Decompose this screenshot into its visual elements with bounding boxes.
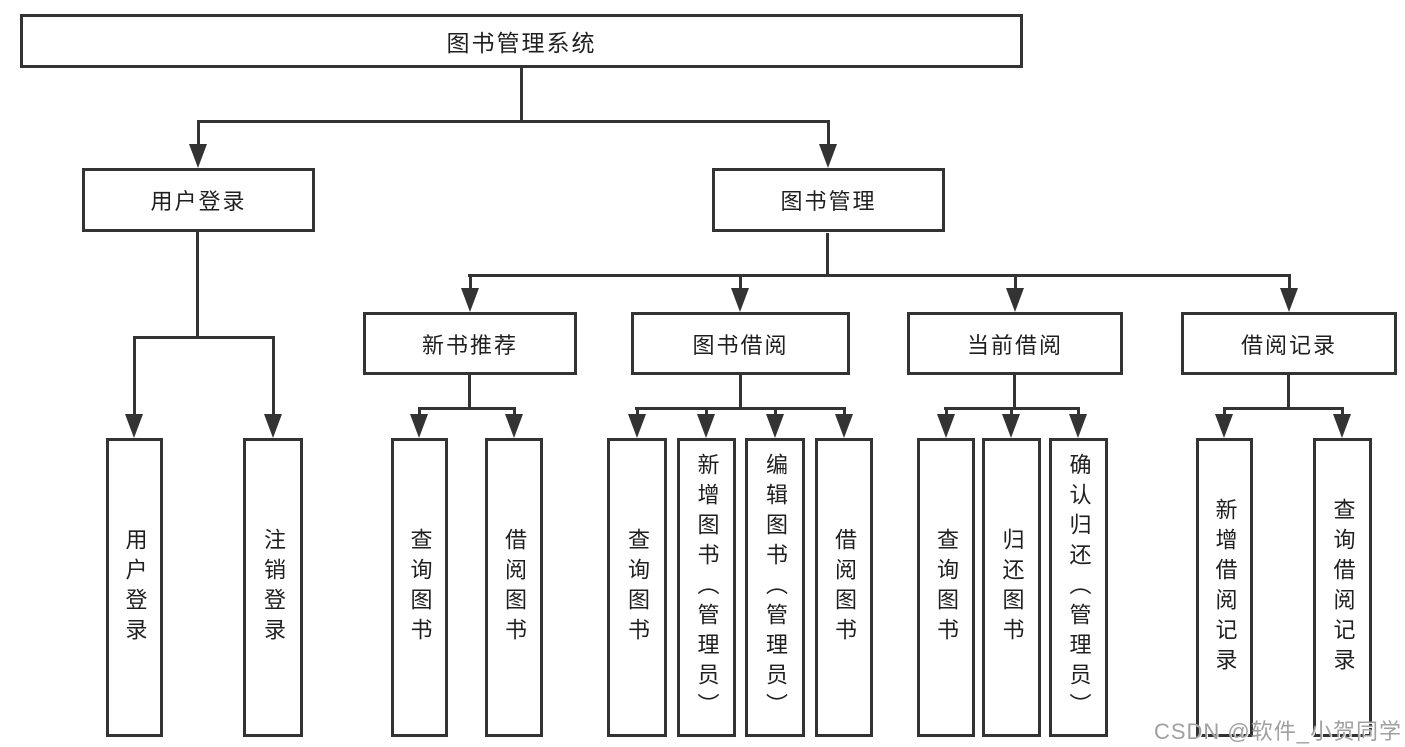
leaf-label: 借阅图书 bbox=[832, 527, 857, 648]
leaf-label: 归还图书 bbox=[999, 527, 1025, 648]
node-current-borrowing: 当前借阅 bbox=[907, 312, 1123, 375]
leaf-label: 查询图书 bbox=[625, 527, 650, 648]
arrow-down-icon bbox=[697, 414, 715, 438]
leaf-user-login: 用户登录 bbox=[106, 438, 163, 737]
connector-arrow-line bbox=[843, 407, 846, 418]
leaf-logout: 注销登录 bbox=[243, 438, 303, 737]
connector-arrow-line bbox=[197, 120, 200, 148]
connector-line bbox=[635, 407, 846, 410]
connector-line bbox=[1223, 407, 1344, 410]
connector-arrow-line bbox=[1014, 274, 1017, 292]
connector-arrow-line bbox=[774, 407, 777, 418]
connector-arrow-line bbox=[827, 120, 830, 148]
node-book-borrowing: 图书借阅 bbox=[631, 312, 850, 375]
connector-arrow-line bbox=[513, 407, 516, 418]
connector-arrow-line bbox=[945, 407, 948, 418]
arrow-down-icon bbox=[1006, 288, 1024, 312]
arrow-down-icon bbox=[766, 414, 784, 438]
connector-line bbox=[1287, 374, 1290, 410]
leaf-label: 查询图书 bbox=[934, 527, 959, 648]
connector-arrow-line bbox=[469, 274, 472, 292]
leaf-label: 查询借阅记录 bbox=[1330, 497, 1356, 678]
leaf-add-books-admin: 新增图书（管理员） bbox=[677, 438, 736, 737]
node-label: 图书借阅 bbox=[692, 332, 789, 358]
node-library-management-system: 图书管理系统 bbox=[20, 14, 1023, 68]
leaf-return-books: 归还图书 bbox=[982, 438, 1041, 737]
arrow-down-icon bbox=[835, 414, 853, 438]
arrow-down-icon bbox=[1002, 414, 1020, 438]
connector-arrow-line bbox=[1223, 407, 1226, 418]
leaf-edit-books-admin: 编辑图书（管理员） bbox=[745, 438, 805, 737]
leaf-label: 查询图书 bbox=[407, 527, 433, 648]
leaf-borrowing-query-books: 查询图书 bbox=[607, 438, 667, 737]
connector-arrow-line bbox=[1288, 274, 1291, 292]
connector-arrow-line bbox=[739, 274, 742, 292]
leaf-label: 用户登录 bbox=[122, 527, 148, 648]
arrow-down-icon bbox=[731, 288, 749, 312]
arrow-down-icon bbox=[410, 414, 428, 438]
arrow-down-icon bbox=[189, 144, 207, 168]
arrow-down-icon bbox=[1215, 414, 1233, 438]
connector-line bbox=[197, 120, 830, 123]
connector-line bbox=[468, 374, 471, 410]
connector-arrow-line bbox=[1010, 407, 1013, 418]
node-label: 图书管理系统 bbox=[446, 30, 597, 56]
node-user-login: 用户登录 bbox=[82, 168, 315, 232]
connector-arrow-line bbox=[1077, 407, 1080, 418]
node-label: 用户登录 bbox=[150, 189, 247, 214]
arrow-down-icon bbox=[264, 414, 282, 438]
connector-line bbox=[1013, 374, 1016, 410]
connector-arrow-line bbox=[636, 407, 639, 418]
connector-arrow-line bbox=[133, 336, 136, 418]
connector-line bbox=[418, 407, 516, 410]
leaf-query-borrow-record: 查询借阅记录 bbox=[1313, 438, 1372, 737]
arrow-down-icon bbox=[1069, 414, 1087, 438]
connector-line bbox=[468, 274, 1291, 277]
connector-line bbox=[520, 68, 523, 123]
node-label: 图书管理 bbox=[780, 189, 877, 214]
leaf-borrow-books: 借阅图书 bbox=[815, 438, 873, 737]
leaf-confirm-return-admin: 确认归还（管理员） bbox=[1049, 438, 1108, 737]
leaf-label: 新增借阅记录 bbox=[1212, 497, 1238, 678]
csdn-watermark: CSDN @软件_小贺同学 bbox=[1153, 719, 1402, 744]
node-label: 新书推荐 bbox=[421, 332, 518, 358]
arrow-down-icon bbox=[1333, 414, 1351, 438]
arrow-down-icon bbox=[819, 144, 837, 168]
leaf-label: 借阅图书 bbox=[502, 527, 527, 648]
arrow-down-icon bbox=[505, 414, 523, 438]
arrow-down-icon bbox=[937, 414, 955, 438]
leaf-current-query-books: 查询图书 bbox=[917, 438, 975, 737]
node-book-management: 图书管理 bbox=[712, 168, 945, 232]
connector-line bbox=[826, 233, 829, 277]
connector-arrow-line bbox=[1341, 407, 1344, 418]
leaf-label: 注销登录 bbox=[261, 527, 286, 648]
leaf-add-borrow-record: 新增借阅记录 bbox=[1196, 438, 1253, 737]
leaf-recommend-borrow-books: 借阅图书 bbox=[485, 438, 543, 737]
connector-line bbox=[133, 336, 275, 339]
connector-line bbox=[739, 374, 742, 410]
node-label: 借阅记录 bbox=[1240, 332, 1337, 358]
connector-arrow-line bbox=[418, 407, 421, 418]
node-label: 当前借阅 bbox=[966, 332, 1063, 358]
arrow-down-icon bbox=[1280, 288, 1298, 312]
leaf-recommend-query-books: 查询图书 bbox=[391, 438, 448, 737]
connector-arrow-line bbox=[705, 407, 708, 418]
leaf-label: 确认归还（管理员） bbox=[1066, 452, 1092, 723]
arrow-down-icon bbox=[125, 414, 143, 438]
connector-line bbox=[196, 232, 199, 339]
connector-arrow-line bbox=[272, 336, 275, 418]
leaf-label: 新增图书（管理员） bbox=[694, 452, 720, 723]
node-borrowing-records: 借阅记录 bbox=[1181, 312, 1397, 375]
leaf-label: 编辑图书（管理员） bbox=[763, 452, 788, 723]
arrow-down-icon bbox=[461, 288, 479, 312]
node-new-book-recommendation: 新书推荐 bbox=[363, 312, 577, 375]
arrow-down-icon bbox=[628, 414, 646, 438]
